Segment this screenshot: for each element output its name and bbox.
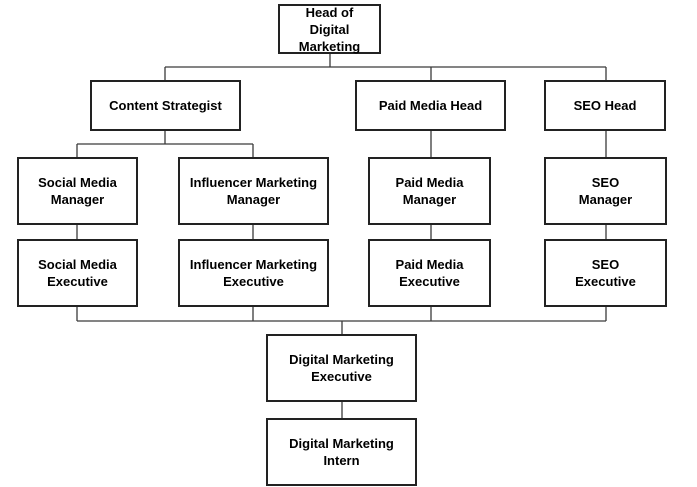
content-strategist-label: Content Strategist	[109, 98, 222, 113]
social-media-manager-label: Social Media Manager	[38, 175, 117, 207]
seo-head-box: SEO Head	[544, 80, 666, 131]
paid-media-head-box: Paid Media Head	[355, 80, 506, 131]
digital-marketing-intern-box: Digital Marketing Intern	[266, 418, 417, 486]
social-media-executive-box: Social Media Executive	[17, 239, 138, 307]
content-strategist-box: Content Strategist	[90, 80, 241, 131]
seo-executive-label: SEO Executive	[575, 257, 636, 289]
head-of-digital-marketing-box: Head of Digital Marketing	[278, 4, 381, 54]
digital-marketing-executive-box: Digital Marketing Executive	[266, 334, 417, 402]
digital-marketing-intern-label: Digital Marketing Intern	[289, 436, 394, 468]
influencer-marketing-manager-label: Influencer Marketing Manager	[189, 175, 318, 207]
digital-marketing-executive-label: Digital Marketing Executive	[289, 352, 394, 384]
paid-media-executive-label: Paid Media Executive	[395, 257, 464, 289]
seo-head-label: SEO Head	[573, 98, 637, 113]
social-media-executive-label: Social Media Executive	[38, 257, 117, 289]
influencer-marketing-manager-box: Influencer Marketing Manager	[178, 157, 329, 225]
paid-media-head-label: Paid Media Head	[378, 98, 483, 113]
influencer-marketing-executive-label: Influencer Marketing Executive	[189, 257, 318, 289]
paid-media-manager-box: Paid Media Manager	[368, 157, 491, 225]
paid-media-executive-box: Paid Media Executive	[368, 239, 491, 307]
paid-media-manager-label: Paid Media Manager	[395, 175, 464, 207]
seo-executive-box: SEO Executive	[544, 239, 667, 307]
seo-manager-label: SEO Manager	[578, 175, 633, 207]
seo-manager-box: SEO Manager	[544, 157, 667, 225]
head-of-digital-marketing-label: Head of Digital Marketing	[298, 4, 361, 54]
influencer-marketing-executive-box: Influencer Marketing Executive	[178, 239, 329, 307]
social-media-manager-box: Social Media Manager	[17, 157, 138, 225]
